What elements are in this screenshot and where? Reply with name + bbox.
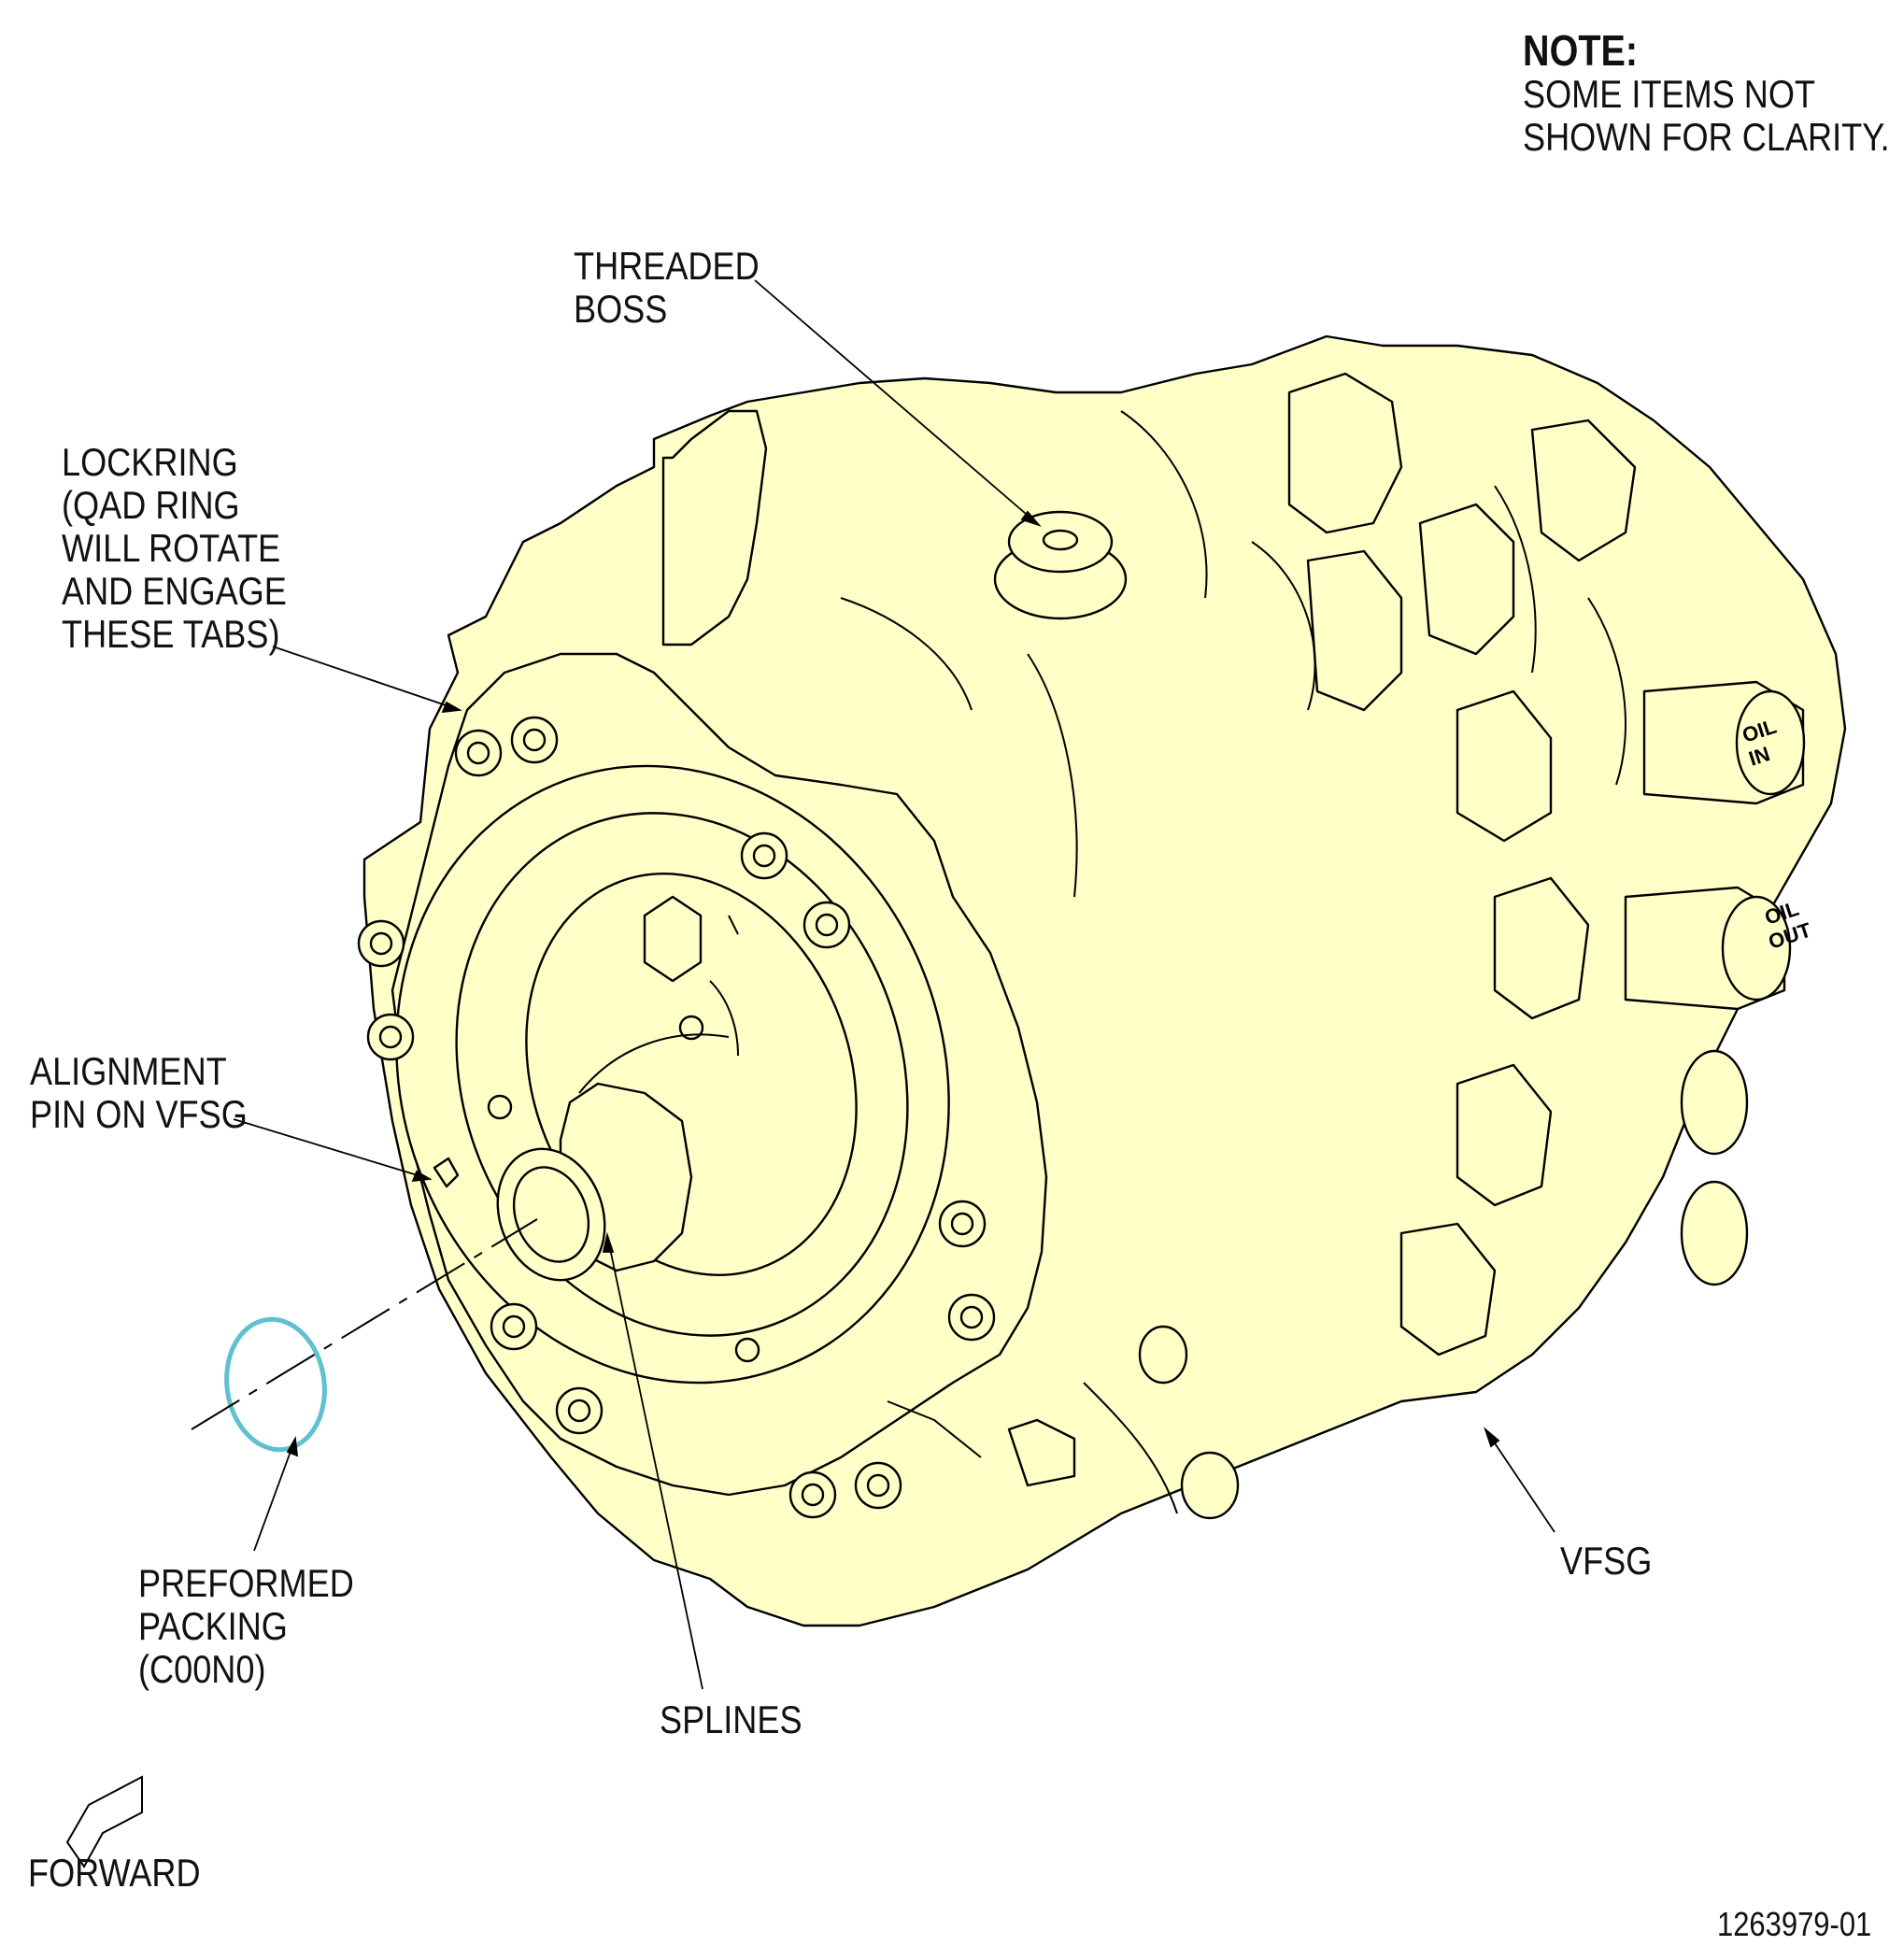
callout-splines: SPLINES [660,1698,802,1741]
centerline [191,1218,538,1430]
flange-bolts [357,716,996,1519]
callout-line: PIN ON VFSG [30,1092,248,1136]
forward-arrow-icon [65,1775,143,1868]
leader-packing [253,1438,296,1552]
figure-id: 1263979-01 [1717,1905,1872,1943]
callout-lockring: LOCKRING (QAD RING WILL ROTATE AND ENGAG… [62,441,287,656]
rear-bracket [661,409,768,646]
preformed-packing [224,1316,327,1453]
leader-alignment-pin [233,1118,431,1180]
leader-vfsg [1484,1428,1555,1533]
note-line-2: SHOWN FOR CLARITY. [1523,115,1889,159]
note-title: NOTE: [1523,26,1639,75]
callout-line: WILL ROTATE [62,526,281,570]
callout-line: PACKING [138,1604,288,1648]
callout-line: PREFORMED [138,1561,354,1605]
alignment-pin [433,1157,460,1188]
callout-line: (QAD RING [62,483,240,527]
note-block: NOTE: SOME ITEMS NOT SHOWN FOR CLARITY. [1523,28,1889,159]
rear-cover-lower [1680,1180,1749,1286]
callout-line: THREADED [574,244,760,288]
callout-vfsg: VFSG [1560,1540,1652,1583]
rear-cover-upper [1680,1049,1749,1156]
leader-splines [606,1234,703,1690]
callout-preformed-packing: PREFORMED PACKING (C00N0) [138,1562,354,1691]
callout-line: LOCKRING [62,440,238,484]
callout-line: AND ENGAGE [62,569,287,613]
leader-lockring [272,646,461,711]
callout-line: FORWARD [28,1851,201,1895]
callout-line: ALIGNMENT [30,1049,227,1093]
callout-line: THESE TABS) [62,612,280,656]
callout-line: (C00N0) [138,1647,266,1691]
forward-label: FORWARD [28,1852,201,1895]
note-line-1: SOME ITEMS NOT [1523,72,1816,116]
leader-threaded-boss [754,279,1040,526]
callout-threaded-boss: THREADED BOSS [574,245,760,331]
callout-line: VFSG [1560,1539,1653,1583]
callout-line: SPLINES [660,1697,802,1741]
callout-line: BOSS [574,287,668,331]
cooling-fins [1287,372,1637,1356]
callout-alignment-pin: ALIGNMENT PIN ON VFSG [30,1050,248,1136]
